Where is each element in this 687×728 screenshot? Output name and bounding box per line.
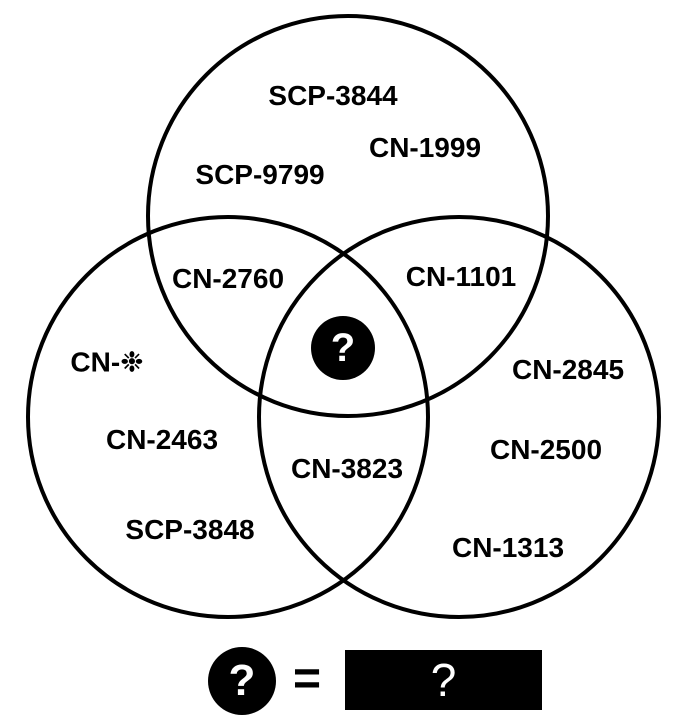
legend-question-mark-text: ? xyxy=(228,656,256,705)
label-cn-1999: CN-1999 xyxy=(368,132,482,163)
label-scp-9799: SCP-9799 xyxy=(195,159,325,190)
legend-answer-placeholder: ? xyxy=(430,654,457,706)
label-cn-3823: CN-3823 xyxy=(290,453,404,484)
center-question-mark-text: ? xyxy=(330,325,356,370)
label-cn-2500: CN-2500 xyxy=(489,434,603,465)
label-scp-3848: SCP-3848 xyxy=(125,514,255,545)
left-circle xyxy=(26,215,430,619)
label-cn-1101: CN-1101 xyxy=(405,261,517,292)
label-cn-1313: CN-1313 xyxy=(451,532,565,563)
legend-answer-box: ? xyxy=(345,650,542,710)
label-cn-2845: CN-2845 xyxy=(511,354,625,385)
label-scp-3844: SCP-3844 xyxy=(268,80,398,111)
legend-equals-sign: = xyxy=(292,652,322,706)
label-cn-asterisk: CN-❉ xyxy=(70,346,144,378)
right-circle xyxy=(257,215,661,619)
top-circle xyxy=(146,14,550,418)
label-cn-2760: CN-2760 xyxy=(171,263,285,294)
center-question-marker: ? xyxy=(311,316,375,380)
label-cn-2463: CN-2463 xyxy=(105,424,219,455)
legend-question-marker: ? xyxy=(208,647,276,715)
